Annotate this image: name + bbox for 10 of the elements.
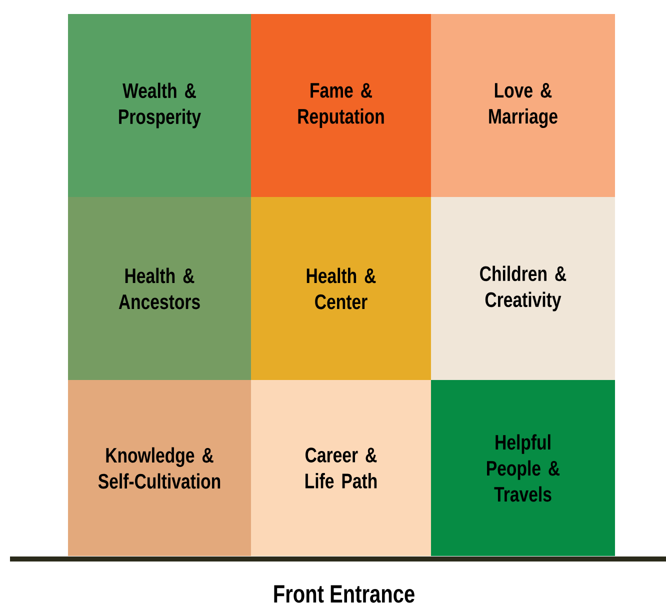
grid-cell: Love & Marriage xyxy=(431,14,615,197)
grid-cell: Career & Life Path xyxy=(251,380,431,556)
grid-cell: Knowledge & Self-Cultivation xyxy=(68,380,251,556)
grid-cell: Fame & Reputation xyxy=(251,14,431,197)
entrance-label: Front Entrance xyxy=(274,585,414,603)
grid-cell: Health & Center xyxy=(251,197,431,380)
grid-cell: Health & Ancestors xyxy=(68,197,251,380)
grid-cell: Helpful People & Travels xyxy=(431,380,615,556)
grid-cell: Children & Creativity xyxy=(431,197,615,380)
grid-cell: Wealth & Prosperity xyxy=(68,14,251,197)
